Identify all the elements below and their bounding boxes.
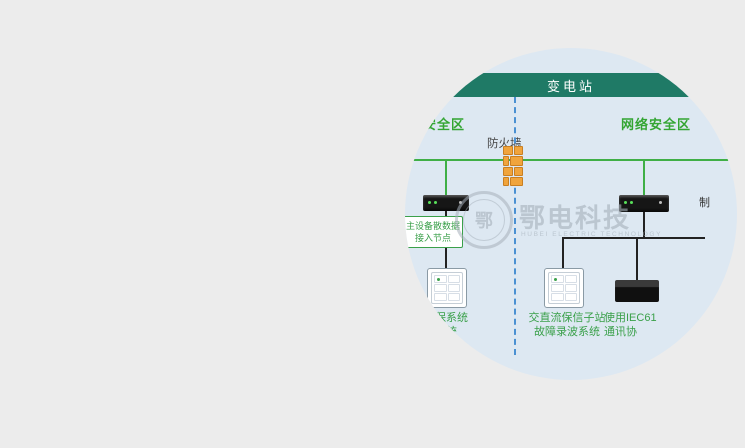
device-cell <box>434 293 447 301</box>
firewall-brick <box>513 166 523 176</box>
firewall-brick-row <box>503 156 523 166</box>
firewall-brick <box>510 156 523 166</box>
led-icon <box>434 201 437 204</box>
access-node-line1: 主设备散数据 <box>405 221 460 231</box>
led-icon <box>459 201 462 204</box>
comm-gateway-box <box>615 280 659 302</box>
device-label-left: 保系统 系统 <box>435 311 468 339</box>
device-cell <box>434 284 447 292</box>
firewall-icon <box>503 146 523 186</box>
device-label-middle-line1: 交直流保信子站 <box>528 312 606 324</box>
comm-gateway-box-front <box>615 286 659 302</box>
device-cell <box>564 275 577 283</box>
device-label-middle-line2: 故障录波系统 <box>534 326 600 338</box>
firewall-brick <box>513 146 523 156</box>
device-cell <box>551 284 564 292</box>
device-cell <box>447 293 460 301</box>
zone-divider-dashed-line <box>514 97 516 355</box>
device-label-right-line1: 使用IEC61 <box>604 312 657 324</box>
protection-device-face <box>548 272 580 304</box>
led-icon <box>630 201 633 204</box>
firewall-brick-row <box>503 146 523 156</box>
watermark-logo-glyph: 鄂 <box>463 199 505 241</box>
zone-label-left: 网络安全区 <box>405 117 466 132</box>
protection-device-middle <box>544 268 584 308</box>
network-switch-right <box>619 195 669 212</box>
device-cell <box>564 293 577 301</box>
device-cell <box>447 284 460 292</box>
firewall-brick-row <box>503 166 523 176</box>
device-cell <box>551 293 564 301</box>
led-icon <box>428 201 431 204</box>
connector-line-right-drop <box>643 212 645 238</box>
firewall-brick <box>503 176 510 186</box>
access-node-box: 主设备散数据 接入节点 <box>405 216 463 248</box>
firewall-brick <box>503 156 510 166</box>
firewall-brick-row <box>503 176 523 186</box>
network-bus-line <box>405 159 737 161</box>
protection-device-left <box>427 268 467 308</box>
firewall-brick <box>503 166 513 176</box>
device-label-left-line1: 保系统 <box>435 312 468 324</box>
clipped-right-label: 制 <box>699 197 710 209</box>
bus-drop-left <box>445 160 447 196</box>
access-node-line2: 接入节点 <box>414 233 451 243</box>
led-icon <box>624 201 627 204</box>
device-label-left-line2: 系统 <box>435 326 457 338</box>
comm-gateway-box-top <box>615 280 659 286</box>
connector-line-right-bus <box>562 237 705 239</box>
network-switch-left <box>423 195 469 211</box>
firewall-label: 防火墙 <box>487 138 522 150</box>
protection-device-face <box>431 272 463 304</box>
led-icon <box>659 201 662 204</box>
device-cell <box>564 284 577 292</box>
diagram-circle: 变电站 网络安全区 网络安全区 防火墙 制 主设备散数据 接入节点 <box>405 48 737 380</box>
connector-line-box-drop <box>636 237 638 281</box>
device-label-middle: 交直流保信子站 故障录波系统 <box>523 311 611 339</box>
substation-title: 变电站 <box>546 78 595 94</box>
watermark-brand-text: 鄂电科技 <box>519 203 632 233</box>
bus-drop-right <box>643 160 645 196</box>
device-cell <box>434 275 447 283</box>
firewall-brick <box>510 176 523 186</box>
firewall-brick <box>503 146 513 156</box>
connector-line-middle-drop <box>562 237 564 269</box>
device-cell <box>447 275 460 283</box>
device-cell <box>551 275 564 283</box>
substation-header-band: 变电站 <box>405 73 737 97</box>
device-label-right-line2: 通讯协 <box>604 326 637 338</box>
zone-label-right: 网络安全区 <box>621 117 692 132</box>
device-label-right: 使用IEC61 通讯协 <box>604 311 657 339</box>
